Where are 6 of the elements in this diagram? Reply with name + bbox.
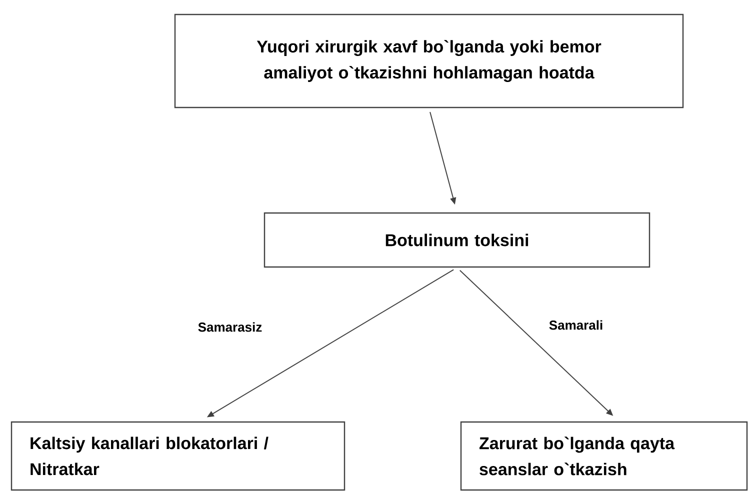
process-box: Yuqori xirurgik xavf bo`lganda yoki bemor amaliyot o`tkazishni hohlamagan hoatda xyxy=(174,14,684,108)
edge-label: Samarasiz xyxy=(196,321,264,333)
process-box: Botulinum toksini xyxy=(264,212,650,268)
edge-label: Samarali xyxy=(548,319,604,331)
process-box: Zarurat bo`lganda qayta seanslar o`tkazish xyxy=(460,421,748,491)
process-box: Kaltsiy kanallari blokatorlari / Nitratkar xyxy=(10,421,346,491)
